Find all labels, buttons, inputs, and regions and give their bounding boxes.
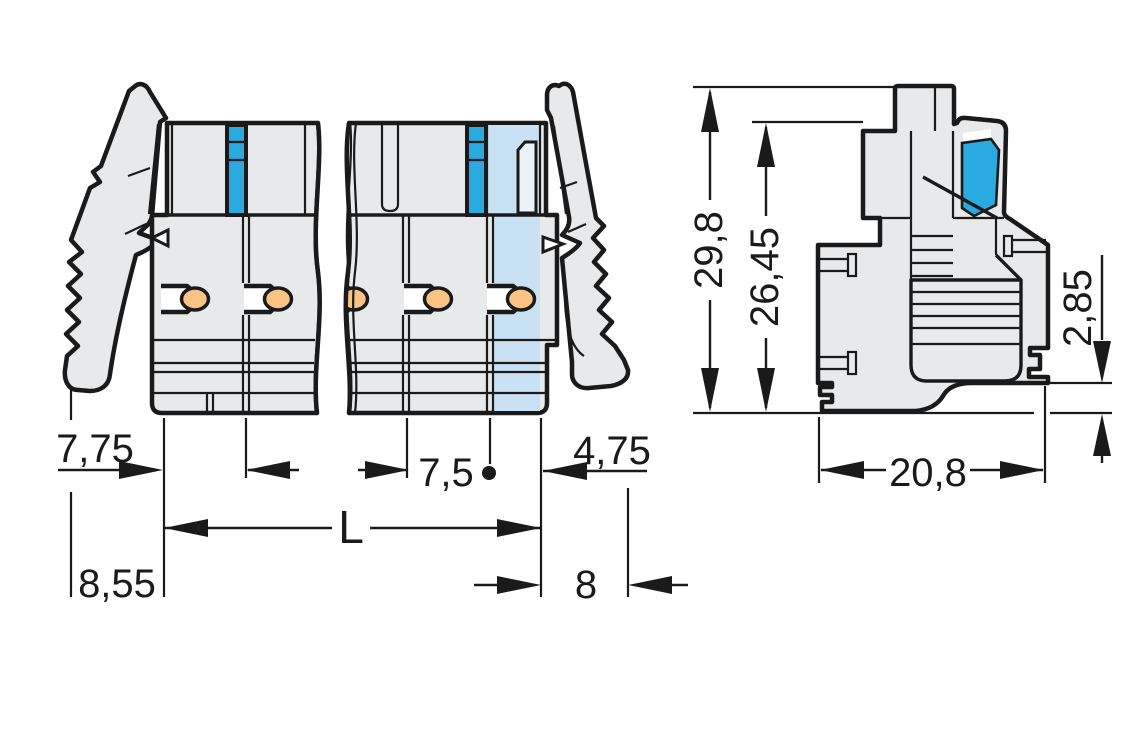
push-slot-left bbox=[225, 123, 248, 217]
dim-left-offset: 7,75 bbox=[56, 427, 163, 479]
side-inner-details bbox=[820, 86, 1046, 383]
dim-label-left-offset: 7,75 bbox=[56, 427, 134, 471]
front-view bbox=[62, 81, 631, 418]
dim-total-length: L bbox=[164, 501, 541, 553]
right-block-slot-u bbox=[380, 123, 400, 213]
right-pivot-notch bbox=[541, 234, 568, 255]
contact-ferrule bbox=[179, 286, 211, 312]
dim-pitch: 7,5 bbox=[246, 451, 474, 495]
dim-label-right-offset: 4,75 bbox=[573, 429, 651, 473]
side-lever-sliver bbox=[963, 129, 991, 141]
side-lever-blue bbox=[960, 137, 1001, 218]
dim-total-height: 29,8 bbox=[687, 88, 731, 412]
dim-right-offset: 4,75 bbox=[543, 429, 651, 480]
dim-rail-step: 2,85 bbox=[1056, 255, 1111, 463]
side-view bbox=[815, 83, 1051, 414]
housing-right-block bbox=[343, 120, 560, 416]
side-outline bbox=[815, 83, 1051, 414]
side-reference-lines bbox=[693, 85, 1112, 415]
break-gap bbox=[315, 118, 351, 418]
dim-label-housing-height: 26,45 bbox=[743, 227, 787, 327]
dim-label-total-length: L bbox=[338, 501, 364, 553]
dim-label-pitch: 7,5 bbox=[418, 451, 474, 495]
t-clip bbox=[846, 350, 858, 376]
push-slot-right bbox=[465, 123, 488, 217]
dim-label-left-depth: 8,55 bbox=[78, 562, 156, 606]
pitch-dot bbox=[482, 466, 496, 480]
push-slots bbox=[225, 123, 488, 217]
contact-ferrule bbox=[262, 286, 294, 312]
right-lever-detail-lines bbox=[552, 125, 587, 357]
dim-label-rail-step: 2,85 bbox=[1056, 269, 1100, 347]
contact-ferrule bbox=[505, 286, 537, 312]
break-band bbox=[313, 118, 358, 418]
t-clip bbox=[1002, 234, 1014, 258]
dim-depth: 20,8 bbox=[817, 386, 1047, 495]
right-lever bbox=[544, 81, 631, 391]
left-lever-detail-lines bbox=[124, 123, 160, 235]
right-lever-shape bbox=[544, 81, 631, 391]
pole-slot-light bbox=[516, 140, 538, 215]
dim-label-total-height: 29,8 bbox=[687, 211, 731, 289]
front-extension-lines bbox=[69, 388, 630, 597]
dim-label-depth: 20,8 bbox=[889, 451, 967, 495]
dim-housing-height: 26,45 bbox=[743, 123, 787, 412]
dimensioning: 7,75 8,55 7,5 L 4,75 bbox=[56, 85, 1112, 607]
side-lever bbox=[960, 129, 1001, 218]
dim-label-right-inner-width: 8 bbox=[575, 563, 597, 607]
contact-ferrule bbox=[422, 286, 454, 312]
t-clip bbox=[846, 252, 858, 278]
dim-right-inner-width: 8 bbox=[474, 563, 688, 607]
left-pivot-notch bbox=[148, 227, 170, 249]
